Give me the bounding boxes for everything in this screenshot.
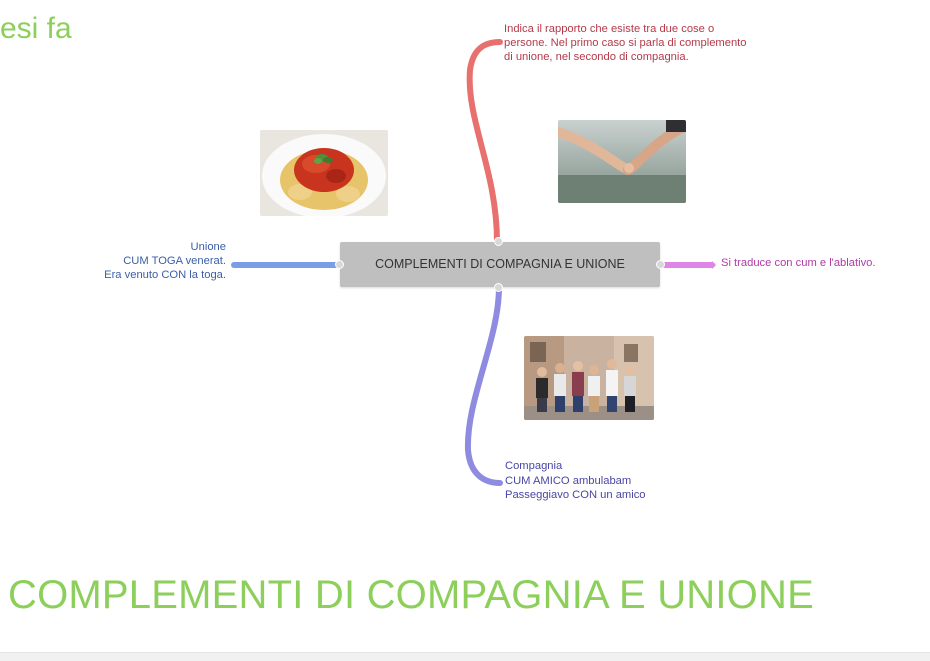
holding-hands-photo[interactable] <box>558 120 686 203</box>
note-line: di unione, nel secondo di compagnia. <box>504 51 689 63</box>
note-line: CUM TOGA venerat. <box>123 255 226 267</box>
note-line: Unione <box>190 241 226 253</box>
branch-top-connector <box>466 39 503 245</box>
group-of-friends-photo[interactable] <box>524 336 654 420</box>
node-handle-top[interactable] <box>494 237 503 246</box>
pasta-photo[interactable] <box>260 130 388 216</box>
note-line: persone. Nel primo caso si parla di comp… <box>504 37 747 49</box>
note-line: Passeggiavo CON un amico <box>505 489 646 501</box>
note-line: CUM AMICO ambulabam <box>505 474 632 487</box>
branch-bottom-connector <box>464 284 503 486</box>
node-handle-bottom[interactable] <box>494 283 503 292</box>
right-branch-arrow <box>712 261 716 269</box>
branch-bottom-note[interactable]: Compagnia CUM AMICO ambulabam Passeggiav… <box>505 459 646 503</box>
slide-title: COMPLEMENTI DI COMPAGNIA E UNIONE <box>8 573 814 617</box>
note-line: Era venuto CON la toga. <box>104 269 226 281</box>
partial-heading-text: esi fa <box>0 12 72 45</box>
branch-right-note[interactable]: Si traduce con cum e l'ablativo. <box>721 257 876 269</box>
note-line: Si traduce con cum e l'ablativo. <box>721 257 876 269</box>
central-topic-node[interactable]: COMPLEMENTI DI COMPAGNIA E UNIONE <box>340 242 660 287</box>
note-line: Indica il rapporto che esiste tra due co… <box>504 23 715 35</box>
group-of-friends-image <box>524 336 654 420</box>
branch-left-note[interactable]: Unione CUM TOGA venerat. Era venuto CON … <box>40 240 226 282</box>
node-handle-left[interactable] <box>335 260 344 269</box>
branch-top-note[interactable]: Indica il rapporto che esiste tra due co… <box>504 22 824 64</box>
bottom-divider <box>0 652 930 661</box>
pasta-image <box>260 130 388 216</box>
note-line: Compagnia <box>505 460 563 472</box>
node-handle-right[interactable] <box>656 260 665 269</box>
holding-hands-image <box>558 120 686 203</box>
central-topic-label: COMPLEMENTI DI COMPAGNIA E UNIONE <box>375 257 625 271</box>
